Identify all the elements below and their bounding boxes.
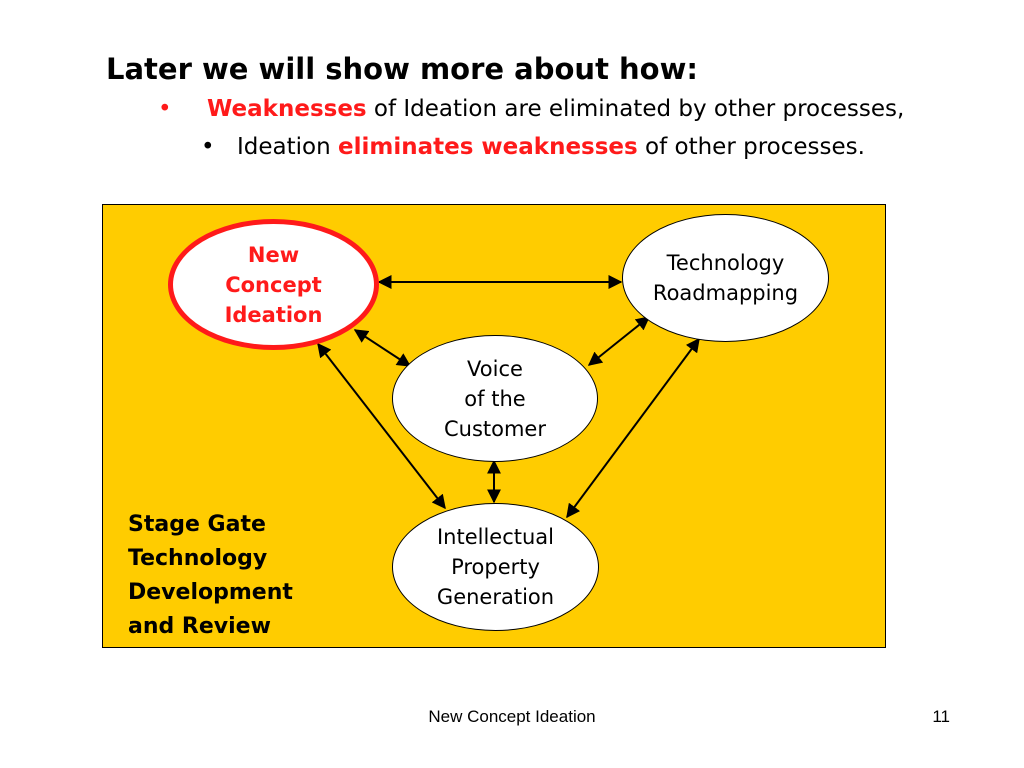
slide-heading: Later we will show more about how: — [106, 52, 698, 86]
bullet-ideation: • Ideation eliminates weaknesses of other… — [201, 134, 865, 160]
stage-gate-label: Stage Gate Technology Development and Re… — [128, 512, 293, 639]
bullet-emphasis: eliminates weaknesses — [338, 134, 638, 160]
bullet-weaknesses: • Weaknesses of Ideation are eliminated b… — [158, 96, 904, 122]
bullet-text: of Ideation are eliminated by other proc… — [366, 96, 905, 122]
node-new-concept-ideation: New Concept Ideation — [168, 219, 379, 350]
node-voice-of-the-customer: Voice of the Customer — [392, 335, 598, 462]
node-label: Voice of the Customer — [443, 356, 546, 441]
bullet-text: of other processes. — [637, 134, 865, 160]
node-label: Intellectual Property Generation — [436, 525, 555, 609]
page-number: 11 — [932, 707, 950, 726]
node-technology-roadmapping: Technology Roadmapping — [622, 214, 829, 342]
node-intellectual-property-generation: Intellectual Property Generation — [392, 503, 599, 631]
bullet-marker: • — [158, 96, 172, 122]
node-label: Technology Roadmapping — [652, 251, 799, 305]
bullet-marker: • — [201, 134, 215, 160]
bullet-text: Ideation — [237, 134, 338, 160]
node-label: New Concept Ideation — [224, 242, 323, 327]
footer-title: New Concept Ideation — [428, 707, 596, 726]
bullet-emphasis: Weaknesses — [207, 96, 367, 122]
